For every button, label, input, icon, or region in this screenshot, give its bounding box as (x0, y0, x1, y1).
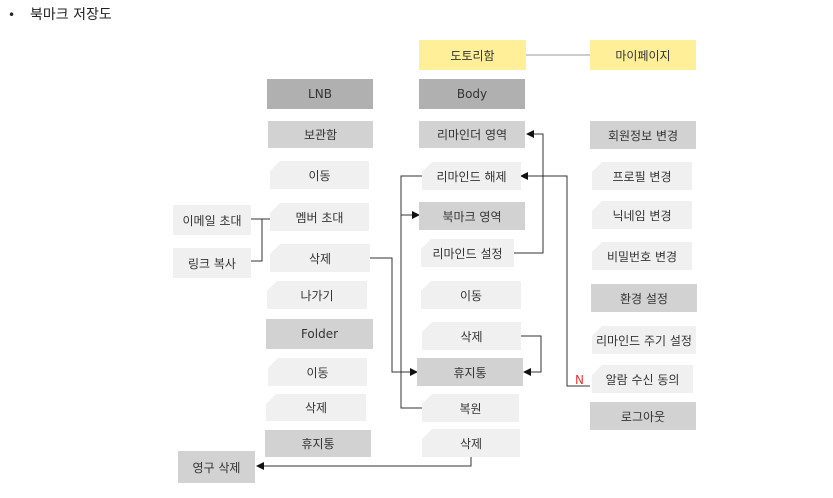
line-restore-to-bookmark (400, 215, 422, 409)
node-lnb-delete: 삭제 (270, 244, 370, 272)
node-body-delete: 삭제 (422, 322, 521, 350)
node-body-header: Body (419, 79, 525, 109)
node-reminder-set: 리마인드 설정 (421, 239, 514, 267)
line-remind-off-to-bookmark (400, 175, 422, 219)
node-nickname-edit: 닉네임 변경 (592, 201, 692, 229)
node-settings: 환경 설정 (591, 284, 697, 312)
node-body-delete2: 삭제 (422, 429, 520, 457)
node-lnb-folder: Folder (266, 319, 373, 349)
node-body-trash: 휴지통 (417, 358, 523, 386)
node-mypage: 마이페이지 (590, 40, 696, 70)
node-alarm-consent: 알람 수신 동의 (592, 365, 693, 393)
node-permanent-delete: 영구 삭제 (178, 451, 255, 483)
node-profile-edit: 프로필 변경 (592, 162, 692, 190)
node-member-edit: 회원정보 변경 (590, 121, 696, 149)
title-text: 북마크 저장도 (30, 7, 112, 23)
node-logout: 로그아웃 (590, 402, 696, 430)
node-body-move: 이동 (421, 281, 521, 309)
node-lnb-leave: 나가기 (267, 281, 367, 309)
line-alarm-to-remind-off (520, 172, 590, 387)
page-title: • 북마크 저장도 (8, 4, 112, 24)
node-lnb-move: 이동 (270, 161, 369, 189)
line-delete-to-permanent (256, 457, 472, 470)
node-restore: 복원 (422, 394, 519, 422)
line-invite-bracket (251, 218, 270, 262)
line-body-delete-to-trash (521, 335, 542, 376)
node-reminder-area: 리마인더 영역 (419, 121, 525, 148)
node-link-copy: 링크 복사 (173, 248, 251, 278)
node-bookmark-area: 북마크 영역 (419, 202, 525, 230)
node-folder-delete: 삭제 (266, 394, 366, 421)
node-folder-move: 이동 (268, 358, 367, 386)
bullet: • (8, 8, 16, 22)
node-lnb-header: LNB (267, 79, 373, 109)
node-lnb-storage: 보관함 (268, 121, 373, 148)
line-remind-set-to-area (514, 130, 544, 254)
node-home: 도토리함 (419, 40, 526, 70)
node-reminder-cycle: 리마인드 주기 설정 (592, 326, 696, 354)
node-password-edit: 비밀번호 변경 (592, 242, 692, 270)
node-lnb-invite-member: 멤버 초대 (270, 203, 369, 231)
line-lnb-delete-to-trash (370, 257, 418, 376)
node-lnb-trash: 휴지통 (265, 430, 371, 457)
node-reminder-off: 리마인드 해제 (422, 162, 521, 190)
n-label: N (575, 373, 584, 387)
node-email-invite: 이메일 초대 (173, 205, 251, 235)
